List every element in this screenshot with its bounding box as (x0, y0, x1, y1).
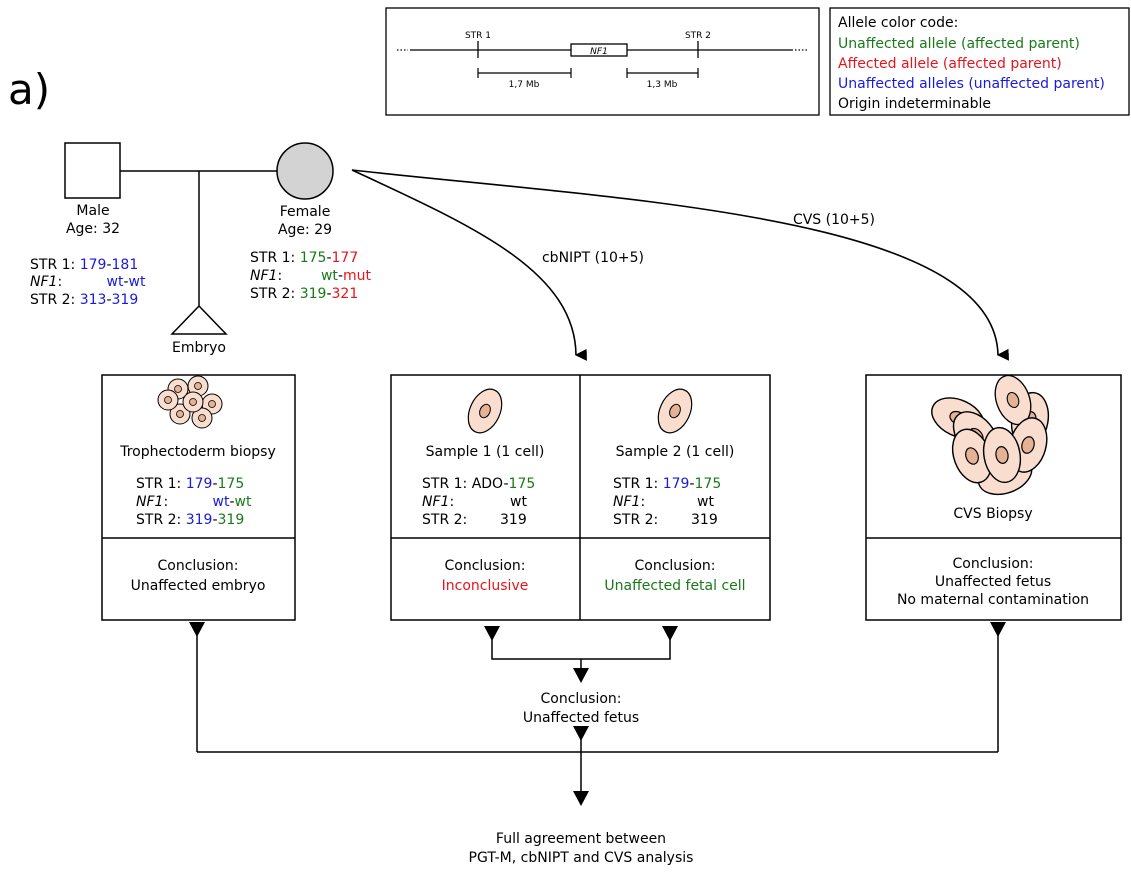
svg-text:NF1:: NF1: (422, 494, 454, 510)
cvs-title: CVS Biopsy (953, 506, 1032, 522)
embryo-label: Embryo (172, 340, 226, 356)
embryo-symbol (170, 304, 228, 335)
cvs-arrow (351, 169, 1009, 361)
svg-text:wt-wt: wt-wt (107, 274, 146, 290)
male-age: Age: 32 (66, 221, 120, 237)
svg-text:STR 2: 319-319: STR 2: 319-319 (136, 512, 244, 528)
svg-text:STR 2: 319-321: STR 2: 319-321 (250, 286, 358, 302)
svg-text:wt-mut: wt-mut (321, 268, 372, 284)
male-label: Male (76, 203, 109, 219)
svg-text:319: 319 (500, 512, 527, 528)
female-age: Age: 29 (278, 222, 332, 238)
male-symbol (64, 142, 121, 199)
svg-text:STR 1: ADO-175: STR 1: ADO-175 (422, 476, 535, 492)
male-genotype: STR 1: 179-181 NF1: wt-wt STR 2: 313-319 (30, 257, 146, 308)
result-connectors (189, 622, 1006, 806)
sample2-conclusion: Unaffected fetal cell (604, 578, 745, 594)
pgt-box: Trophectoderm biopsy STR 1: 179-175 NF1:… (101, 374, 296, 621)
svg-text:STR 1: 179-175: STR 1: 179-175 (136, 476, 244, 492)
sample1-conclusion: Inconclusive (442, 578, 529, 594)
legend-item-indeterminable: Origin indeterminable (838, 96, 991, 112)
svg-text:NF1:: NF1: (613, 494, 645, 510)
sample2-conclusion-label: Conclusion: (634, 558, 715, 574)
svg-text:STR 2: 313-319: STR 2: 313-319 (30, 292, 138, 308)
str2-map-label: STR 2 (685, 31, 711, 41)
svg-text:STR 1: 179-181: STR 1: 179-181 (30, 257, 138, 273)
legend-title: Allele color code: (838, 15, 958, 31)
female-genotype: STR 1: 175-177 NF1: wt-mut STR 2: 319-32… (250, 250, 372, 302)
nipt-conclusion-label: Conclusion: (540, 691, 621, 707)
blastocyst-cells-icon (157, 375, 223, 429)
svg-text:319: 319 (691, 512, 718, 528)
panel-label: a) (8, 65, 50, 114)
svg-text:wt: wt (510, 494, 527, 510)
str1-map-label: STR 1 (465, 31, 491, 41)
sample1-conclusion-label: Conclusion: (444, 558, 525, 574)
sample1-title: Sample 1 (1 cell) (426, 444, 545, 460)
svg-text:STR 2:: STR 2: (422, 512, 467, 528)
final-conclusion-2: PGT-M, cbNIPT and CVS analysis (469, 850, 694, 866)
cbnipt-arrow-label: cbNIPT (10+5) (542, 250, 644, 266)
pgt-conclusion: Unaffected embryo (131, 578, 266, 594)
sample2-title: Sample 2 (1 cell) (616, 444, 735, 460)
legend-item-unaffected-affected-parent: Unaffected allele (affected parent) (838, 36, 1080, 52)
svg-text:NF1:: NF1: (136, 494, 168, 510)
svg-text:STR 1: 179-175: STR 1: 179-175 (613, 476, 721, 492)
cvs-conclusion-1: Unaffected fetus (935, 574, 1051, 590)
female-label: Female (280, 204, 331, 220)
svg-text:STR 2:: STR 2: (613, 512, 658, 528)
svg-text:wt-wt: wt-wt (213, 494, 252, 510)
svg-text:STR 1: 175-177: STR 1: 175-177 (250, 250, 358, 266)
legend-item-unaffected-parent: Unaffected alleles (unaffected parent) (838, 76, 1105, 92)
allele-legend: Allele color code: Unaffected allele (af… (829, 7, 1130, 116)
locus-map: NF1 STR 1 STR 2 1,7 Mb 1,3 Mb (385, 7, 820, 116)
cvs-conclusion-2: No maternal contamination (897, 592, 1089, 608)
distance-2: 1,3 Mb (647, 80, 678, 90)
gene-label: NF1 (590, 47, 608, 57)
cvs-box: CVS Biopsy Conclusion: Unaffected fetus … (865, 369, 1122, 621)
svg-text:NF1:: NF1: (30, 274, 62, 290)
nf1-gene-box (570, 43, 628, 57)
cvs-conclusion-label: Conclusion: (952, 556, 1033, 572)
cbnipt-arrow (351, 169, 587, 361)
cbnipt-box: Sample 1 (1 cell) STR 1: ADO-175 NF1: wt… (390, 374, 771, 621)
distance-1: 1,7 Mb (509, 80, 540, 90)
pgt-title: Trophectoderm biopsy (119, 444, 276, 460)
svg-text:wt: wt (697, 494, 714, 510)
final-conclusion-1: Full agreement between (496, 831, 666, 847)
svg-text:NF1:: NF1: (250, 268, 282, 284)
female-symbol (276, 142, 334, 200)
legend-item-affected: Affected allele (affected parent) (838, 56, 1062, 72)
nipt-conclusion: Unaffected fetus (523, 710, 639, 726)
pgt-conclusion-label: Conclusion: (157, 558, 238, 574)
pedigree: Embryo Male Age: 32 Female Age: 29 (64, 142, 334, 356)
cvs-arrow-label: CVS (10+5) (793, 212, 875, 228)
